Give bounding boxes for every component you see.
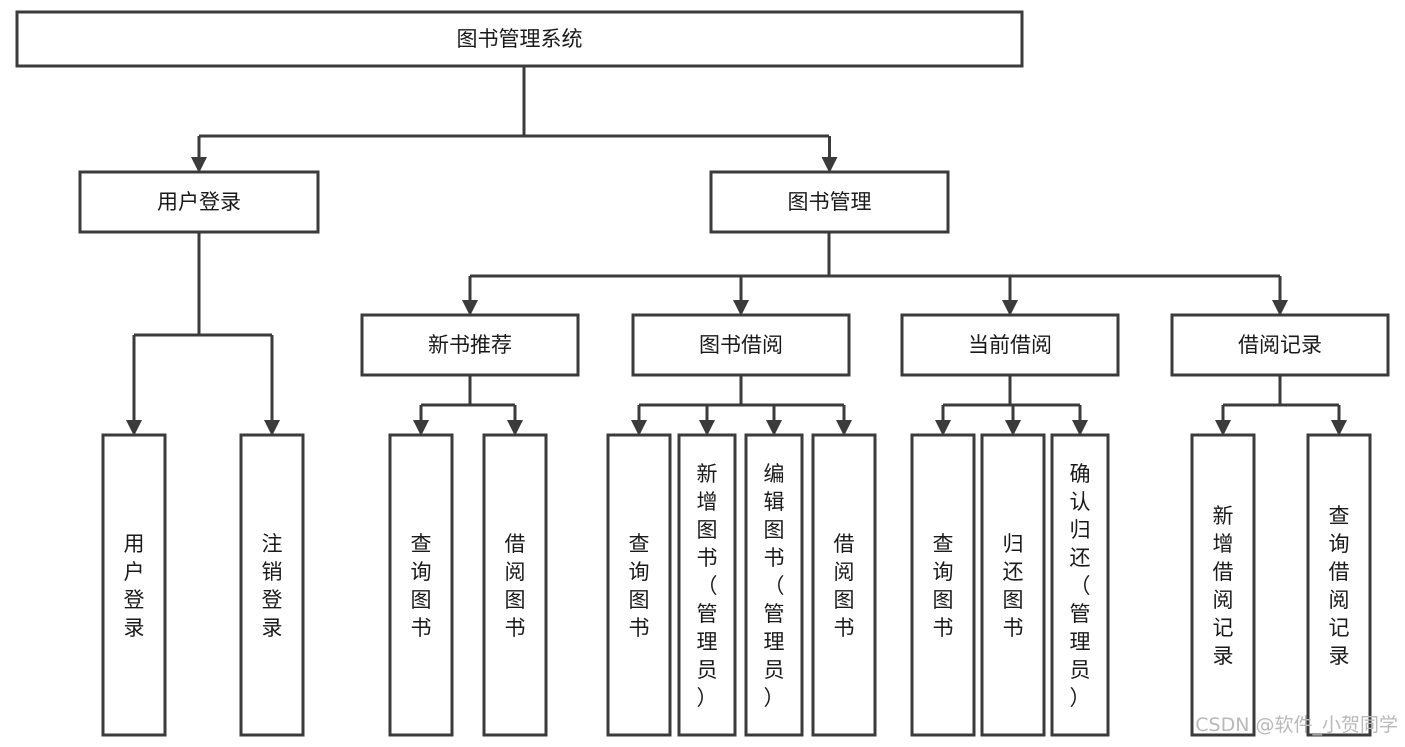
node-label-root: 图书管理系统	[457, 27, 583, 51]
edge-root-to-user_login	[191, 136, 207, 173]
node-borrow-record[interactable]: 借阅记录	[1170, 313, 1390, 377]
node-box-user-login[interactable]	[78, 170, 320, 234]
node-leaf-rec-add[interactable]: 新增借阅记录	[1190, 433, 1256, 737]
connector-layer	[126, 66, 1347, 436]
node-box-leaf-user-login[interactable]	[101, 433, 167, 737]
node-box-leaf-borrow-do[interactable]	[811, 433, 877, 737]
node-label-leaf-rec-query: 查询图书	[411, 532, 432, 640]
edge-book_manage-to-book_borrow	[733, 276, 749, 316]
edge-user_login-to-leaf_user_logout	[264, 335, 280, 436]
node-box-new-book-rec[interactable]	[360, 313, 580, 377]
node-label-new-book-rec: 新书推荐	[428, 333, 512, 357]
connector-borrow-record-split	[1223, 375, 1339, 407]
node-label-leaf-rec-add: 新增借阅记录	[1213, 504, 1234, 668]
node-current-borrow[interactable]: 当前借阅	[900, 313, 1120, 377]
edge-borrow_record-to-leaf_rec_query2	[1331, 405, 1347, 436]
node-box-root[interactable]	[15, 10, 1024, 68]
edge-current_borrow-to-leaf_cur_confirm	[1072, 405, 1088, 436]
node-leaf-borrow-edit[interactable]: 编辑图书（管理员）	[744, 433, 804, 737]
node-leaf-rec-borrow[interactable]: 借阅图书	[482, 433, 548, 737]
edge-new_book_rec-to-leaf_rec_query	[413, 405, 429, 436]
node-box-leaf-user-logout[interactable]	[239, 433, 305, 737]
node-box-leaf-rec-query2[interactable]	[1306, 433, 1372, 737]
node-label-leaf-cur-query: 查询图书	[933, 532, 954, 640]
edge-root-to-book_manage	[821, 136, 838, 173]
node-book-manage[interactable]: 图书管理	[709, 170, 950, 234]
node-label-leaf-borrow-add: 新增图书（管理员）	[697, 462, 718, 710]
node-box-leaf-borrow-add[interactable]	[677, 433, 737, 737]
node-label-current-borrow: 当前借阅	[968, 333, 1052, 357]
node-label-leaf-borrow-edit: 编辑图书（管理员）	[764, 462, 785, 710]
node-box-book-borrow[interactable]	[631, 313, 851, 377]
edge-user_login-to-leaf_user_login	[126, 335, 142, 436]
node-box-leaf-rec-add[interactable]	[1190, 433, 1256, 737]
connector-user-login-split	[134, 232, 272, 337]
node-leaf-cur-query[interactable]: 查询图书	[910, 433, 976, 737]
node-label-leaf-cur-confirm: 确认归还（管理员）	[1070, 462, 1091, 710]
edge-book_borrow-to-leaf_borrow_edit	[766, 405, 782, 436]
connector-book-manage-split	[470, 232, 1280, 278]
edge-borrow_record-to-leaf_rec_add	[1215, 405, 1231, 436]
node-label-leaf-cur-return: 归还图书	[1003, 532, 1024, 640]
node-leaf-user-login[interactable]: 用户登录	[101, 433, 167, 737]
node-box-leaf-cur-query[interactable]	[910, 433, 976, 737]
node-leaf-borrow-add[interactable]: 新增图书（管理员）	[677, 433, 737, 737]
node-box-leaf-cur-confirm[interactable]	[1050, 433, 1110, 737]
edge-book_borrow-to-leaf_borrow_add	[699, 405, 715, 436]
node-label-user-login: 用户登录	[157, 190, 241, 214]
node-leaf-rec-query[interactable]: 查询图书	[388, 433, 454, 737]
connector-current-borrow-split	[943, 375, 1080, 407]
node-box-leaf-cur-return[interactable]	[980, 433, 1046, 737]
connector-root-split	[199, 66, 829, 138]
node-box-leaf-rec-borrow[interactable]	[482, 433, 548, 737]
watermark-label: CSDN @软件_小贺同学	[1195, 714, 1398, 736]
edge-book_manage-to-current_borrow	[1002, 276, 1018, 316]
node-label-leaf-borrow-do: 借阅图书	[834, 532, 855, 640]
edge-book_borrow-to-leaf_borrow_do	[836, 405, 852, 436]
node-leaf-cur-confirm[interactable]: 确认归还（管理员）	[1050, 433, 1110, 737]
node-box-leaf-borrow-query[interactable]	[606, 433, 672, 737]
node-leaf-rec-query2[interactable]: 查询借阅记录	[1306, 433, 1372, 737]
node-label-leaf-rec-query2: 查询借阅记录	[1329, 504, 1350, 668]
node-layer: 图书管理系统用户登录图书管理新书推荐图书借阅当前借阅借阅记录用户登录注销登录查询…	[15, 10, 1390, 737]
connector-book-borrow-split	[639, 375, 844, 407]
node-box-book-manage[interactable]	[709, 170, 950, 234]
edge-book_manage-to-new_book_rec	[462, 276, 478, 316]
node-leaf-cur-return[interactable]: 归还图书	[980, 433, 1046, 737]
node-box-current-borrow[interactable]	[900, 313, 1120, 377]
node-new-book-rec[interactable]: 新书推荐	[360, 313, 580, 377]
node-label-leaf-borrow-query: 查询图书	[629, 532, 650, 640]
node-label-borrow-record: 借阅记录	[1238, 333, 1322, 357]
node-label-leaf-rec-borrow: 借阅图书	[505, 532, 526, 640]
node-book-borrow[interactable]: 图书借阅	[631, 313, 851, 377]
node-leaf-user-logout[interactable]: 注销登录	[239, 433, 305, 737]
node-label-book-manage: 图书管理	[788, 190, 872, 214]
node-root[interactable]: 图书管理系统	[15, 10, 1024, 68]
node-box-borrow-record[interactable]	[1170, 313, 1390, 377]
node-label-leaf-user-login: 用户登录	[124, 532, 145, 640]
connector-new-book-rec-split	[421, 375, 515, 407]
node-label-book-borrow: 图书借阅	[699, 333, 783, 357]
edge-current_borrow-to-leaf_cur_return	[1005, 405, 1021, 436]
node-leaf-borrow-query[interactable]: 查询图书	[606, 433, 672, 737]
edge-new_book_rec-to-leaf_rec_borrow	[507, 405, 523, 436]
node-box-leaf-borrow-edit[interactable]	[744, 433, 804, 737]
node-user-login[interactable]: 用户登录	[78, 170, 320, 234]
edge-current_borrow-to-leaf_cur_query	[935, 405, 951, 436]
edge-book_manage-to-borrow_record	[1272, 276, 1288, 316]
edge-book_borrow-to-leaf_borrow_query	[631, 405, 647, 436]
node-leaf-borrow-do[interactable]: 借阅图书	[811, 433, 877, 737]
node-box-leaf-rec-query[interactable]	[388, 433, 454, 737]
node-label-leaf-user-logout: 注销登录	[262, 532, 283, 640]
